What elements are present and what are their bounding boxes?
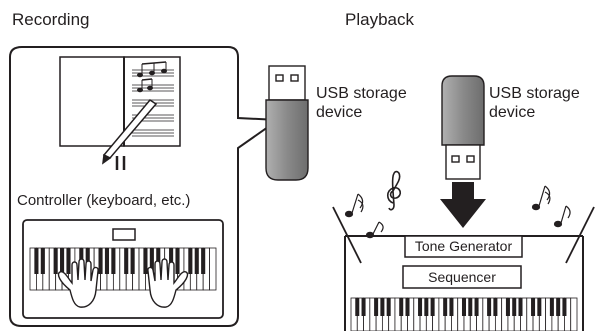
black-key — [443, 298, 448, 316]
black-key — [512, 298, 517, 316]
playback-heading: Playback — [345, 10, 414, 29]
black-key — [34, 248, 39, 274]
black-key — [104, 248, 110, 274]
sequencer-label: Sequencer — [428, 269, 496, 285]
black-key — [518, 298, 523, 316]
hands-icon — [57, 258, 189, 308]
black-key — [124, 248, 129, 274]
white-key — [570, 297, 578, 331]
usb-recording-label-line2: device — [316, 104, 363, 121]
black-key — [493, 298, 498, 316]
black-key — [201, 248, 206, 274]
black-key — [175, 248, 180, 274]
sequencer-box — [402, 265, 522, 289]
black-key — [487, 298, 492, 316]
white-key — [209, 247, 217, 291]
music-note-icon — [553, 205, 571, 228]
sound-lines — [332, 206, 595, 264]
down-arrow-icon — [440, 182, 486, 228]
score-notes — [137, 61, 167, 93]
black-key — [556, 298, 561, 316]
black-key — [474, 298, 479, 316]
equals-sign — [115, 156, 126, 170]
black-key — [169, 248, 174, 274]
black-key — [380, 298, 385, 316]
music-note-icon — [531, 185, 551, 211]
black-key — [66, 248, 71, 274]
black-key — [188, 248, 193, 274]
usb-playback-label: USB storage device — [489, 84, 580, 122]
music-note-icon — [365, 221, 384, 239]
black-key — [40, 248, 45, 274]
black-key — [374, 298, 379, 316]
playback-keys — [350, 297, 578, 331]
music-note-icon — [344, 193, 364, 218]
black-key — [53, 248, 58, 274]
black-key — [424, 298, 429, 316]
controller-label: Controller (keyboard, etc.) — [17, 192, 191, 209]
black-key — [430, 298, 435, 316]
usb-playback-label-line1: USB storage — [489, 85, 580, 102]
usb-stick-icon — [441, 75, 485, 180]
tone-generator-label: Tone Generator — [414, 238, 513, 254]
black-key — [562, 298, 567, 316]
black-key — [537, 298, 542, 316]
controller-keys — [29, 247, 217, 291]
pencil-icon — [102, 99, 158, 165]
black-key — [549, 298, 554, 316]
black-key — [98, 248, 103, 274]
black-key — [361, 298, 366, 316]
usb-stick-icon — [265, 65, 309, 181]
treble-clef-icon — [386, 170, 402, 211]
black-key — [405, 298, 410, 316]
usb-recording-label: USB storage device — [316, 84, 407, 122]
recording-heading: Recording — [12, 10, 90, 29]
black-key — [60, 248, 65, 274]
black-key — [130, 248, 135, 274]
usb-recording-label-line1: USB storage — [316, 85, 407, 102]
tone-generator-box — [404, 235, 523, 258]
black-key — [111, 248, 116, 274]
black-key — [143, 248, 148, 274]
black-key — [449, 298, 454, 316]
black-key — [505, 298, 510, 316]
usb-playback-label-line2: device — [489, 104, 536, 121]
black-key — [468, 298, 473, 316]
black-key — [194, 248, 199, 274]
black-key — [461, 298, 467, 316]
black-key — [418, 298, 423, 316]
black-key — [386, 298, 391, 316]
black-key — [355, 298, 360, 316]
black-key — [531, 298, 536, 316]
black-key — [399, 298, 404, 316]
black-key — [149, 248, 154, 274]
